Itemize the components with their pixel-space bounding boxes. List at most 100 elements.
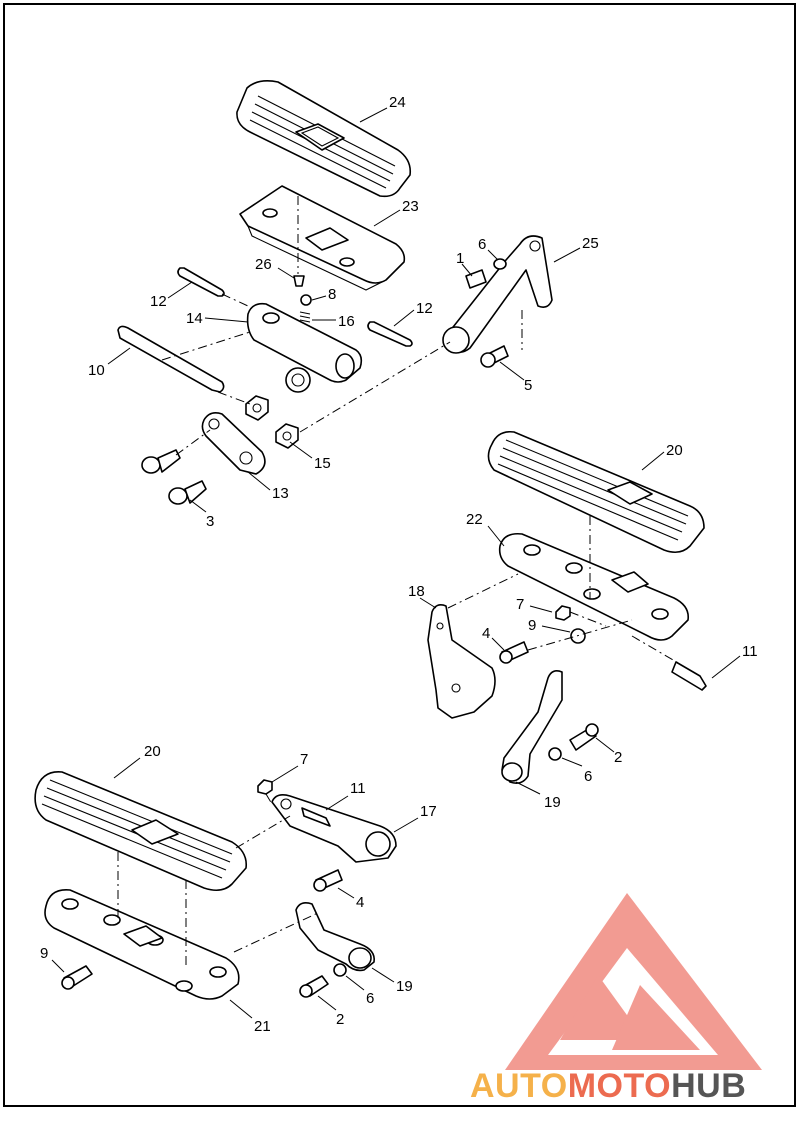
svg-text:22: 22 bbox=[466, 511, 483, 528]
part-2-bolt-right bbox=[569, 723, 599, 751]
svg-text:4: 4 bbox=[356, 894, 364, 911]
svg-text:19: 19 bbox=[544, 794, 561, 811]
part-26-screw bbox=[293, 275, 305, 287]
part-gear bbox=[285, 367, 311, 393]
callout-3: 3 bbox=[189, 499, 214, 530]
part-11-bolt-lower bbox=[301, 807, 331, 827]
part-16-spring bbox=[299, 311, 311, 331]
part-15-nut-lower bbox=[275, 423, 299, 449]
svg-text:15: 15 bbox=[314, 455, 331, 472]
part-6-washer-top bbox=[493, 258, 507, 270]
callout-6-lower: 6 bbox=[345, 975, 374, 1007]
svg-text:12: 12 bbox=[416, 300, 433, 317]
callout-11-lower: 11 bbox=[325, 780, 366, 811]
svg-text:16: 16 bbox=[338, 313, 355, 330]
svg-text:11: 11 bbox=[742, 643, 758, 660]
part-8-detent-ball bbox=[300, 294, 312, 306]
part-15-nut-upper bbox=[245, 395, 269, 421]
part-25-support-arm bbox=[442, 235, 553, 354]
part-12-pin-right bbox=[367, 321, 413, 347]
callout-14: 14 bbox=[186, 310, 249, 327]
part-20-rubber-pad-right bbox=[487, 430, 705, 554]
diagram-border bbox=[3, 3, 796, 1107]
callout-16: 16 bbox=[312, 313, 355, 330]
part-6-washer-right bbox=[548, 747, 562, 761]
part-20-rubber-pad-lower bbox=[34, 771, 248, 892]
svg-text:9: 9 bbox=[528, 617, 536, 634]
callout-7-right: 7 bbox=[516, 596, 553, 613]
svg-text:12: 12 bbox=[150, 293, 167, 310]
svg-text:17: 17 bbox=[420, 803, 437, 820]
callout-18: 18 bbox=[408, 583, 437, 609]
part-7-nut-right bbox=[555, 605, 571, 621]
svg-text:7: 7 bbox=[300, 751, 308, 768]
callout-23: 23 bbox=[373, 198, 419, 227]
callout-20-right: 20 bbox=[641, 442, 683, 471]
callout-9-right: 9 bbox=[528, 617, 571, 634]
callout-6-top: 6 bbox=[478, 236, 499, 261]
svg-text:1: 1 bbox=[456, 250, 464, 267]
part-13-link bbox=[201, 412, 266, 475]
svg-text:3: 3 bbox=[206, 513, 214, 530]
svg-text:4: 4 bbox=[482, 625, 490, 642]
callout-9-lower: 9 bbox=[40, 945, 65, 973]
svg-text:11: 11 bbox=[350, 780, 366, 797]
svg-text:26: 26 bbox=[255, 256, 272, 273]
svg-text:6: 6 bbox=[584, 768, 592, 785]
callout-20-lower: 20 bbox=[113, 743, 161, 779]
callout-6-right: 6 bbox=[561, 757, 592, 785]
callout-2-lower: 2 bbox=[317, 995, 344, 1028]
part-9-screw-lower bbox=[61, 965, 93, 990]
callout-13: 13 bbox=[247, 471, 289, 502]
part-11-bolt-right bbox=[671, 661, 707, 691]
svg-text:9: 9 bbox=[40, 945, 48, 962]
callout-10: 10 bbox=[88, 347, 131, 379]
callout-17: 17 bbox=[393, 803, 437, 833]
part-19-arm-lower bbox=[295, 902, 376, 972]
watermark-text: AUTOMOTOHUB bbox=[470, 1067, 746, 1105]
callout-22: 22 bbox=[466, 511, 505, 547]
part-4-bolt-right bbox=[499, 641, 529, 664]
part-2-bolt-lower bbox=[299, 975, 329, 998]
part-10-plate bbox=[117, 325, 225, 393]
part-14-pivot-block bbox=[246, 302, 363, 383]
part-5-bolt bbox=[480, 345, 509, 368]
callout-1: 1 bbox=[456, 250, 473, 277]
svg-text:2: 2 bbox=[614, 749, 622, 766]
svg-text:18: 18 bbox=[408, 583, 425, 600]
callout-19-lower: 19 bbox=[371, 967, 413, 995]
part-12-pin-left bbox=[177, 267, 225, 297]
callout-19-right: 19 bbox=[515, 781, 561, 811]
part-24-rubber-pad bbox=[236, 80, 412, 198]
svg-text:21: 21 bbox=[254, 1018, 271, 1035]
svg-text:7: 7 bbox=[516, 596, 524, 613]
part-21-board-bracket-lower bbox=[44, 889, 240, 1000]
callout-15: 15 bbox=[289, 441, 331, 472]
part-3-screw-lower bbox=[168, 480, 207, 505]
callout-2-right: 2 bbox=[595, 737, 622, 766]
svg-text:10: 10 bbox=[88, 362, 105, 379]
part-22-board-bracket-right bbox=[498, 532, 690, 641]
callout-4-right: 4 bbox=[482, 625, 505, 651]
svg-text:8: 8 bbox=[328, 286, 336, 303]
svg-text:13: 13 bbox=[272, 485, 289, 502]
svg-text:20: 20 bbox=[666, 442, 683, 459]
part-19-arm-right bbox=[501, 670, 563, 784]
part-4-bolt-lower bbox=[313, 869, 343, 892]
svg-text:20: 20 bbox=[144, 743, 161, 760]
svg-text:6: 6 bbox=[366, 990, 374, 1007]
svg-text:25: 25 bbox=[582, 235, 599, 252]
svg-text:6: 6 bbox=[478, 236, 486, 253]
callout-26: 26 bbox=[255, 256, 295, 279]
svg-text:14: 14 bbox=[186, 310, 203, 327]
svg-text:19: 19 bbox=[396, 978, 413, 995]
callout-21: 21 bbox=[229, 999, 271, 1035]
callout-5: 5 bbox=[499, 361, 532, 394]
part-3-screw-upper bbox=[141, 449, 181, 474]
callout-12-left: 12 bbox=[150, 281, 193, 310]
svg-text:2: 2 bbox=[336, 1011, 344, 1028]
svg-text:5: 5 bbox=[524, 377, 532, 394]
callout-4-lower: 4 bbox=[337, 887, 364, 911]
part-23-board-bracket bbox=[239, 185, 406, 291]
